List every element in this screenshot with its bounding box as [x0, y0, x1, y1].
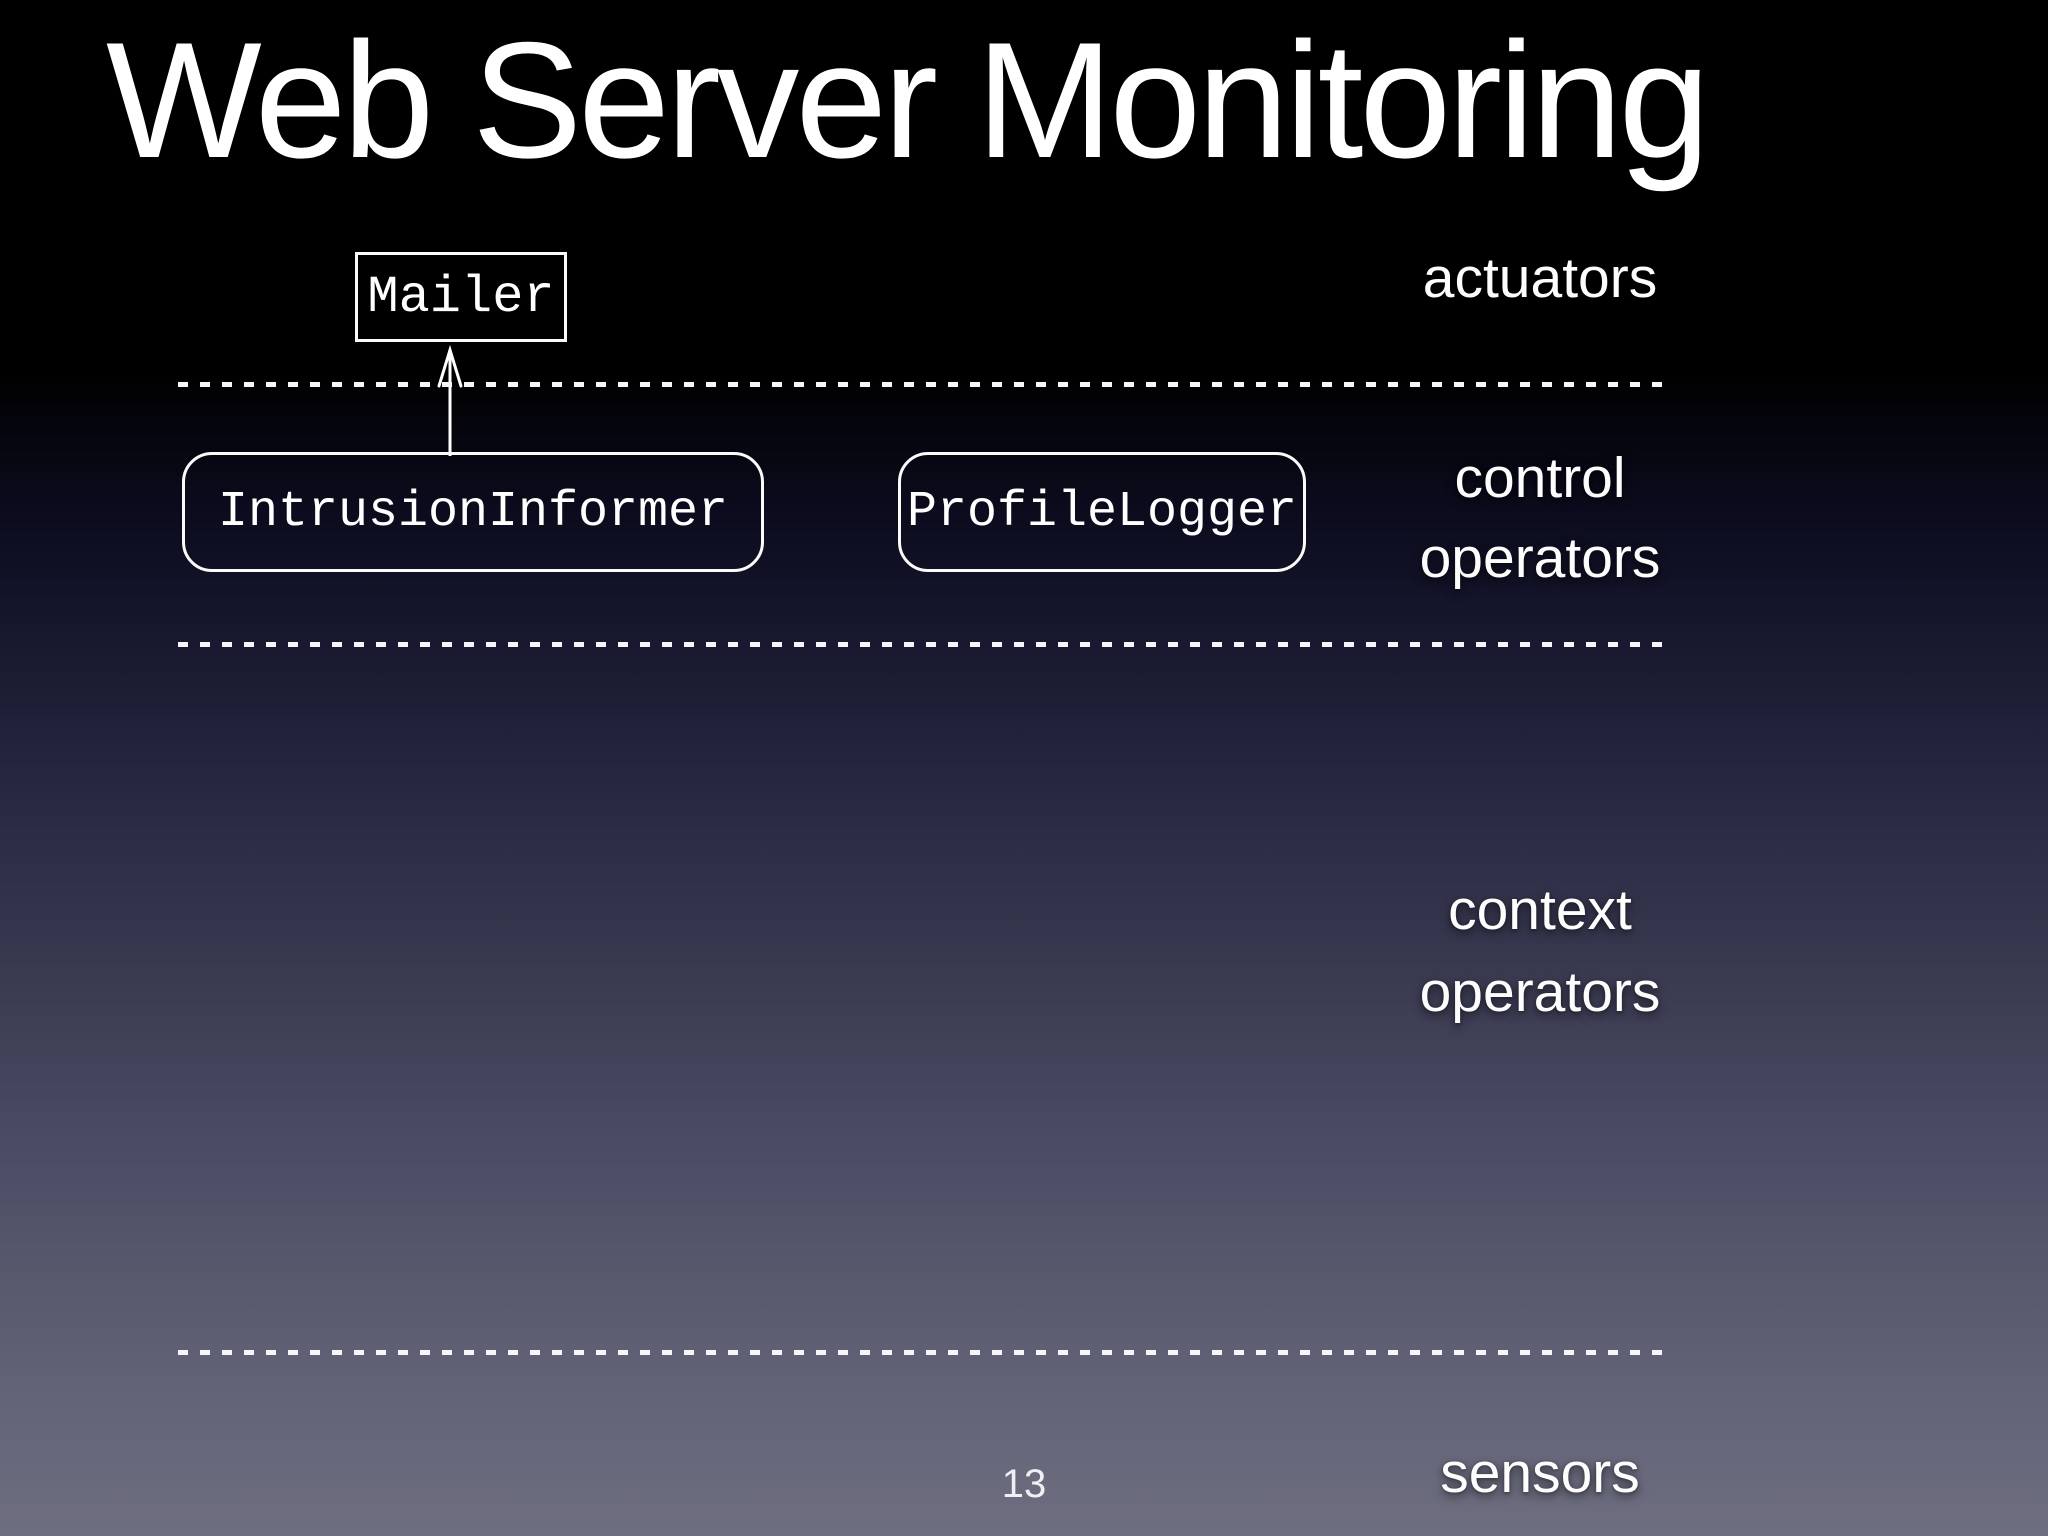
node-intrusion-informer-label: IntrusionInformer: [217, 483, 729, 541]
node-intrusion-informer: IntrusionInformer: [182, 452, 764, 572]
layer-label-sensors: sensors: [1290, 1439, 1790, 1507]
layer-label-line: operators: [1419, 526, 1661, 590]
dashed-separator-context-sensors: [178, 1350, 1672, 1355]
node-profile-logger-label: ProfileLogger: [906, 483, 1298, 541]
layer-label-line: operators: [1419, 960, 1661, 1024]
slide-title: Web Server Monitoring: [106, 8, 1710, 192]
layer-label-context-operators: context operators: [1290, 869, 1790, 1033]
layer-label-actuators: actuators: [1290, 244, 1790, 312]
layer-label-line: context: [1448, 878, 1632, 942]
arrowhead-up-icon: [437, 344, 463, 388]
layer-label-line: actuators: [1422, 246, 1658, 310]
layer-label-line: control: [1454, 446, 1626, 510]
page-number: 13: [1001, 1462, 1047, 1506]
layer-label-line: sensors: [1440, 1441, 1640, 1505]
dashed-separator-control-context: [178, 642, 1672, 647]
dashed-separator-actuators-control: [178, 382, 1672, 387]
node-mailer-label: Mailer: [367, 267, 555, 327]
layer-label-control-operators: control operators: [1290, 438, 1790, 598]
node-profile-logger: ProfileLogger: [898, 452, 1306, 572]
node-mailer: Mailer: [355, 252, 567, 342]
edge-arrow-up: [437, 344, 463, 456]
